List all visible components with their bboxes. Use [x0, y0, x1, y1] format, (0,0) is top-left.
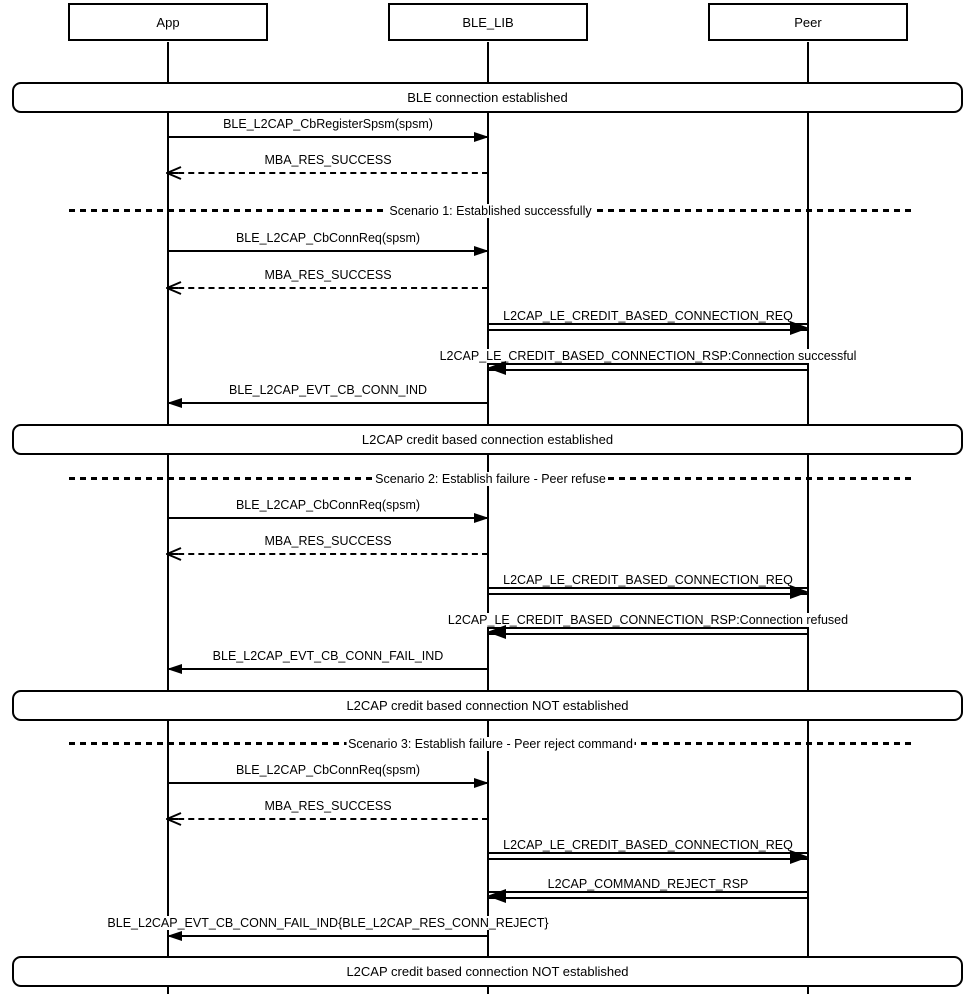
arrowhead-open-left-icon	[166, 281, 182, 295]
lifeline-peer	[807, 42, 809, 994]
arrow-line	[488, 891, 808, 893]
banner-label: L2CAP credit based connection establishe…	[361, 432, 614, 447]
arrow-line	[168, 668, 488, 670]
banner-l2cap-not-established-1: L2CAP credit based connection NOT establ…	[12, 690, 963, 721]
divider-label: Scenario 3: Establish failure - Peer rej…	[346, 736, 635, 751]
divider-label: Scenario 1: Established successfully	[387, 203, 594, 218]
divider-label: Scenario 2: Establish failure - Peer ref…	[373, 471, 608, 486]
banner-l2cap-established: L2CAP credit based connection establishe…	[12, 424, 963, 455]
arrow-line	[488, 633, 808, 635]
arrow-line	[168, 782, 488, 784]
message-label: BLE_L2CAP_EVT_CB_CONN_FAIL_IND{BLE_L2CAP…	[105, 916, 551, 930]
banner-label: L2CAP credit based connection NOT establ…	[346, 698, 629, 713]
arrow-line	[168, 517, 488, 519]
arrowhead-right-icon	[474, 246, 489, 256]
participant-app: App	[68, 3, 268, 41]
banner-label: L2CAP credit based connection NOT establ…	[346, 964, 629, 979]
arrow-line	[168, 250, 488, 252]
arrowhead-right-icon	[790, 850, 809, 864]
arrow-line	[488, 852, 808, 854]
message-label: L2CAP_LE_CREDIT_BASED_CONNECTION_REQ	[501, 573, 795, 587]
arrowhead-right-icon	[474, 132, 489, 142]
arrowhead-open-left-icon	[166, 812, 182, 826]
arrow-line	[168, 402, 488, 404]
arrowhead-right-icon	[790, 321, 809, 335]
divider-scenario-2: Scenario 2: Establish failure - Peer ref…	[69, 471, 912, 486]
message-label: BLE_L2CAP_CbRegisterSpsm(spsm)	[221, 117, 435, 131]
message-label: MBA_RES_SUCCESS	[262, 268, 394, 282]
participant-label: App	[156, 14, 180, 30]
participant-ble-lib: BLE_LIB	[388, 3, 588, 41]
message-label: MBA_RES_SUCCESS	[262, 153, 394, 167]
arrowhead-right-icon	[790, 585, 809, 599]
arrow-line	[488, 897, 808, 899]
banner-label: BLE connection established	[407, 90, 568, 105]
participant-label: Peer	[794, 14, 822, 30]
message-label: MBA_RES_SUCCESS	[262, 534, 394, 548]
arrowhead-left-icon	[167, 931, 182, 941]
participant-label: BLE_LIB	[462, 14, 514, 30]
message-label: BLE_L2CAP_CbConnReq(spsm)	[233, 498, 423, 512]
arrow-line	[488, 323, 808, 325]
message-label: BLE_L2CAP_EVT_CB_CONN_IND	[227, 383, 429, 397]
arrow-line	[168, 172, 488, 174]
arrowhead-left-icon	[167, 664, 182, 674]
arrowhead-right-icon	[474, 513, 489, 523]
banner-ble-connection-established: BLE connection established	[12, 82, 963, 113]
arrow-line	[168, 935, 488, 937]
message-label: L2CAP_LE_CREDIT_BASED_CONNECTION_RSP:Con…	[437, 349, 859, 363]
arrowhead-open-left-icon	[166, 166, 182, 180]
arrowhead-left-icon	[167, 398, 182, 408]
arrow-line	[168, 287, 488, 289]
arrowhead-left-icon	[487, 361, 506, 375]
banner-l2cap-not-established-2: L2CAP credit based connection NOT establ…	[12, 956, 963, 987]
message-label: BLE_L2CAP_EVT_CB_CONN_FAIL_IND	[210, 649, 446, 663]
arrow-line	[488, 329, 808, 331]
arrow-line	[488, 858, 808, 860]
arrowhead-right-icon	[474, 778, 489, 788]
arrowhead-left-icon	[487, 889, 506, 903]
arrow-line	[168, 553, 488, 555]
arrowhead-left-icon	[487, 625, 506, 639]
message-label: MBA_RES_SUCCESS	[262, 799, 394, 813]
arrow-line	[488, 587, 808, 589]
message-label: BLE_L2CAP_CbConnReq(spsm)	[233, 763, 423, 777]
arrow-line	[488, 369, 808, 371]
arrow-line	[168, 818, 488, 820]
participant-peer: Peer	[708, 3, 908, 41]
message-label: L2CAP_LE_CREDIT_BASED_CONNECTION_REQ	[501, 309, 795, 323]
message-label: BLE_L2CAP_CbConnReq(spsm)	[233, 231, 423, 245]
divider-scenario-3: Scenario 3: Establish failure - Peer rej…	[69, 736, 912, 751]
divider-scenario-1: Scenario 1: Established successfully	[69, 203, 912, 218]
arrowhead-open-left-icon	[166, 547, 182, 561]
message-label: L2CAP_LE_CREDIT_BASED_CONNECTION_RSP:Con…	[445, 613, 851, 627]
message-label: L2CAP_COMMAND_REJECT_RSP	[545, 877, 751, 891]
message-label: L2CAP_LE_CREDIT_BASED_CONNECTION_REQ	[501, 838, 795, 852]
arrow-line	[168, 136, 488, 138]
arrow-line	[488, 593, 808, 595]
arrow-line	[488, 627, 808, 629]
arrow-line	[488, 363, 808, 365]
